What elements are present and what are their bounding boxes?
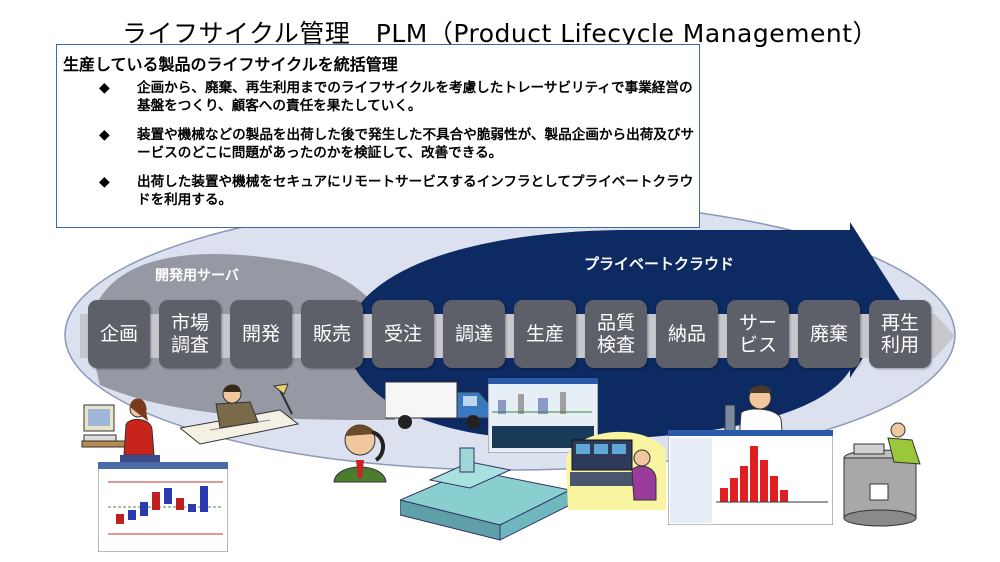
factory-building-icon <box>400 447 570 541</box>
engineer-drafting-icon <box>180 383 300 445</box>
businessman-phone-icon <box>333 424 387 483</box>
histogram-window-icon <box>668 430 833 525</box>
step-disposal: 廃棄 <box>798 300 860 368</box>
page-title: ライフサイクル管理 PLM（Product Lifecycle Manageme… <box>122 19 878 48</box>
control-room-operator-icon <box>566 431 666 510</box>
private-cloud-label: プライベートクラウド <box>584 255 735 273</box>
step-development: 開発 <box>230 300 292 368</box>
step-production: 生産 <box>514 300 576 368</box>
diamond-bullet-icon: ◆ <box>99 80 110 96</box>
recycling-worker-icon <box>843 422 921 527</box>
info-heading: 生産している製品のライフサイクルを統括管理 <box>63 55 398 74</box>
step-planning: 企画 <box>88 300 150 368</box>
diamond-bullet-icon: ◆ <box>99 127 110 143</box>
bullet-list: ◆企画から、廃棄、再生利用までのライフサイクルを考慮したトレーサビリティで事業経… <box>99 79 699 220</box>
step-quality-inspection: 品質検査 <box>585 300 647 368</box>
delivery-truck-icon <box>385 381 492 429</box>
step-procurement: 調達 <box>443 300 505 368</box>
diamond-bullet-icon: ◆ <box>99 174 110 190</box>
step-market-research: 市場調査 <box>159 300 221 368</box>
bullet-item: ◆装置や機械などの製品を出荷した後で発生した不具合や脆弱性が、製品企画から出荷及… <box>99 127 695 161</box>
dev-server-label: 開発用サーバ <box>155 268 239 284</box>
control-chart-window-icon <box>98 462 228 552</box>
info-box: 生産している製品のライフサイクルを統括管理 ◆企画から、廃棄、再生利用までのライ… <box>56 44 700 228</box>
step-delivery: 納品 <box>656 300 718 368</box>
step-recycling: 再生利用 <box>869 300 931 368</box>
office-worker-pc-icon <box>81 398 160 463</box>
bullet-item: ◆企画から、廃棄、再生利用までのライフサイクルを考慮したトレーサビリティで事業経… <box>99 80 693 114</box>
step-order-receipt: 受注 <box>372 300 434 368</box>
step-service: サービス <box>727 300 789 368</box>
step-sales: 販売 <box>301 300 363 368</box>
bullet-item: ◆出荷した装置や機械をセキュアにリモートサービスするインフラとしてプライベートク… <box>99 174 694 208</box>
